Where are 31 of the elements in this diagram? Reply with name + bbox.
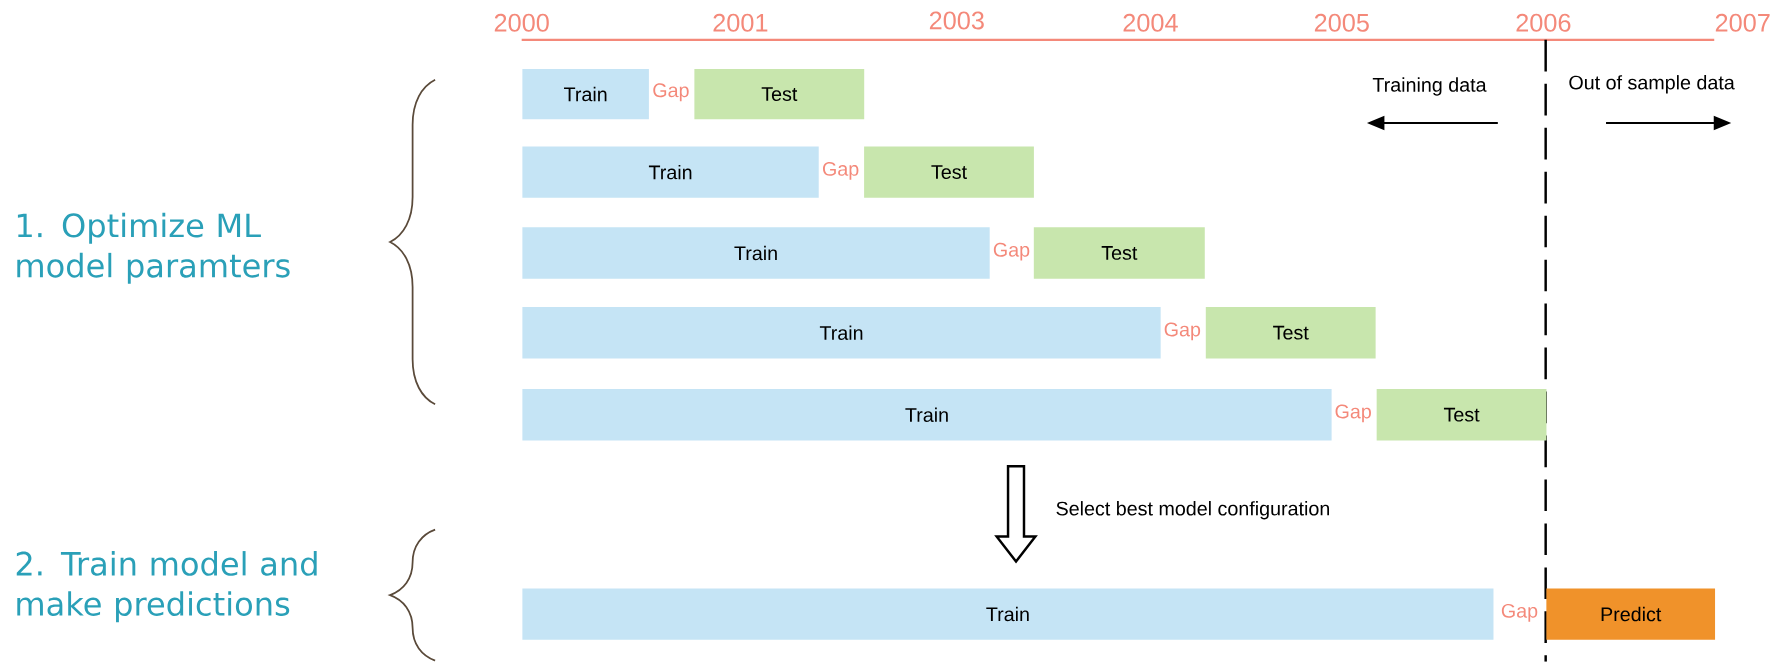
edge-label: Select best model configuration xyxy=(1052,497,1334,524)
gap-label: Gap xyxy=(653,83,689,102)
year-label: 2006 xyxy=(1516,13,1571,32)
region-label: Out of sample data xyxy=(1569,75,1735,94)
gap-label: Gap xyxy=(1501,604,1538,622)
year-label: 2001 xyxy=(713,13,768,32)
time-bar: Test xyxy=(864,146,1034,198)
time-bar: Train xyxy=(522,227,990,279)
gap-label: Gap xyxy=(823,162,859,180)
time-bar: Train xyxy=(522,389,1332,441)
year-label: 2000 xyxy=(494,13,549,32)
time-bar: Test xyxy=(1033,227,1205,279)
year-label: 2004 xyxy=(1123,13,1178,32)
gap-label: Gap xyxy=(993,242,1030,261)
time-bar: Train xyxy=(522,146,819,198)
step-label: 2. Train model and make predictions xyxy=(16,551,317,623)
time-bar: Test xyxy=(1376,389,1547,441)
region-label: Training data xyxy=(1372,77,1487,96)
year-label: 2005 xyxy=(1314,13,1369,32)
time-bar: Train xyxy=(522,307,1161,359)
gap-label: Gap xyxy=(1335,404,1371,423)
gap-label: Gap xyxy=(1164,322,1201,341)
step-label: 1. Optimize ML model paramters xyxy=(17,212,290,284)
block-arrow xyxy=(994,465,1038,564)
year-label: 2003 xyxy=(929,11,984,30)
time-bar: Predict xyxy=(1546,588,1716,640)
time-bar: Train xyxy=(522,588,1494,640)
time-bar: Test xyxy=(1205,307,1376,359)
time-bar: Test xyxy=(694,69,865,120)
time-bar: Train xyxy=(522,69,649,120)
year-label: 2007 xyxy=(1715,13,1770,32)
